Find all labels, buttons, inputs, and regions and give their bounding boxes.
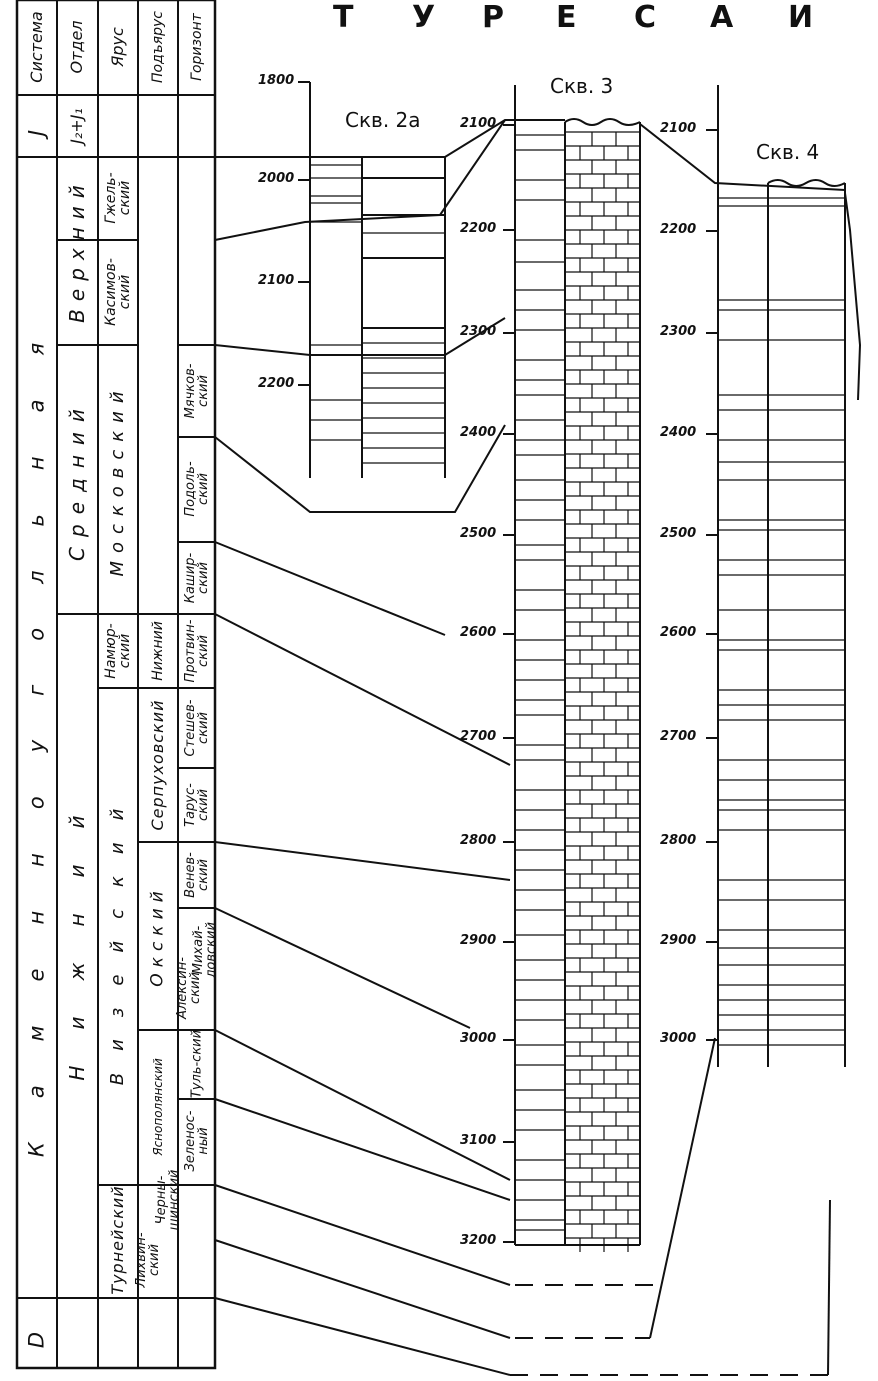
- header-stage: Ярус: [110, 27, 126, 67]
- depth-label: 2500: [660, 526, 696, 541]
- horizon-aleksin: Алексин-ский: [176, 946, 202, 1030]
- horizon-kashir: Кашир-ский: [184, 543, 210, 613]
- horizon-venev: Венев-ский: [184, 842, 210, 908]
- depth-label: 2200: [258, 376, 294, 391]
- depth-label: 3200: [460, 1233, 496, 1248]
- depth-label: 2700: [660, 729, 696, 744]
- stage-tournai: Турнейский: [110, 1185, 126, 1294]
- depth-label: 2300: [660, 324, 696, 339]
- depth-label: 2500: [460, 526, 496, 541]
- depth-label: 2800: [660, 833, 696, 848]
- horizon-tarus: Тарус-ский: [184, 770, 210, 840]
- well-4-name: Скв. 4: [756, 140, 819, 164]
- depth-label: 2200: [660, 222, 696, 237]
- section-jurassic: J₂+J₁: [69, 108, 85, 144]
- depth-label: 1800: [258, 73, 294, 88]
- depth-label: 3000: [460, 1031, 496, 1046]
- stage-gzhel: Гжель-ский: [104, 158, 132, 238]
- depth-label: 2000: [258, 171, 294, 186]
- depth-label: 3000: [660, 1031, 696, 1046]
- system-devonian: D: [27, 1318, 48, 1348]
- depth-label: 2100: [460, 116, 496, 131]
- horizon-zelenos: Зеленос-ный: [184, 1101, 210, 1181]
- horizon-protvin: Протвин-ский: [184, 616, 210, 686]
- substage-chern: Черны-шинский: [155, 1165, 181, 1235]
- section-upper: Верхний: [67, 177, 87, 323]
- substage-lower: Нижний: [151, 621, 165, 681]
- system-carboniferous: Каменноугольная: [27, 299, 48, 1157]
- depth-label: 2700: [460, 729, 496, 744]
- section-middle: Средний: [67, 399, 87, 561]
- header-section: Отдел: [69, 20, 85, 73]
- horizon-myachkov: Мячков-ский: [184, 351, 210, 431]
- well-2a-column: [310, 82, 445, 478]
- depth-label: 2900: [460, 933, 496, 948]
- depth-label: 2100: [660, 121, 696, 136]
- stage-namur: Намюр-ский: [104, 616, 132, 686]
- depth-label: 2600: [660, 625, 696, 640]
- depth-label: 2400: [660, 425, 696, 440]
- stage-visean: Визейский: [109, 787, 127, 1086]
- header-substage: Подъярус: [151, 11, 165, 83]
- substage-serpukhov: Серпуховский: [150, 699, 166, 830]
- section-lower: Нижний: [67, 779, 87, 1080]
- header-horizon: Горизонт: [190, 13, 204, 81]
- depth-label: 2300: [460, 324, 496, 339]
- depth-label: 2800: [460, 833, 496, 848]
- depth-label: 2400: [460, 425, 496, 440]
- well-3-name: Скв. 3: [550, 74, 613, 98]
- horizon-podolsk: Подоль-ский: [184, 449, 210, 529]
- depth-label: 2600: [460, 625, 496, 640]
- substage-oka: Окский: [150, 885, 167, 986]
- system-jurassic: J: [27, 116, 48, 136]
- header-system: Система: [29, 11, 45, 82]
- substage-yasnaya: Яснополянский: [152, 1058, 164, 1156]
- well-2a-name: Скв. 2а: [345, 108, 421, 132]
- depth-label: 2900: [660, 933, 696, 948]
- substage-lykhvin: Лихвин-ский: [135, 1225, 161, 1295]
- horizon-tula: Туль-ский: [191, 1029, 204, 1099]
- stage-kasimov: Касимов-ский: [104, 247, 132, 337]
- depth-label: 2100: [258, 273, 294, 288]
- stage-moscow: Московский: [109, 383, 127, 576]
- depth-label: 3100: [460, 1133, 496, 1148]
- horizon-steshev: Стешев-ский: [184, 690, 210, 766]
- well-4-column: [718, 85, 845, 1067]
- well-3-column: [515, 85, 640, 1245]
- depth-label: 2200: [460, 221, 496, 236]
